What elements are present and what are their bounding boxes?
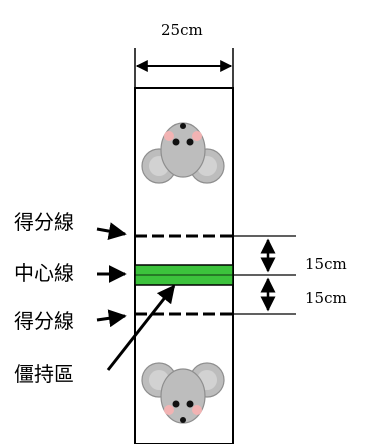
score-line-bottom-label: 得分線: [14, 309, 74, 333]
mouse-top-icon: [141, 122, 225, 184]
score-line-top-label: 得分線: [14, 210, 74, 234]
upper-gap-label: 15cm: [305, 255, 347, 273]
gap-dimensions: [233, 235, 296, 315]
width-label: 25cm: [161, 21, 203, 39]
stalemate-zone-label: 僵持區: [14, 362, 74, 386]
arrow-score-line-bottom: [96, 309, 127, 328]
arrow-score-line-top: [96, 222, 127, 241]
mouse-bottom-icon: [141, 362, 225, 424]
width-dimension: [134, 48, 234, 88]
center-line-label: 中心線: [14, 261, 74, 285]
lower-gap-label: 15cm: [305, 289, 347, 307]
arrow-stalemate-zone: [106, 284, 176, 371]
